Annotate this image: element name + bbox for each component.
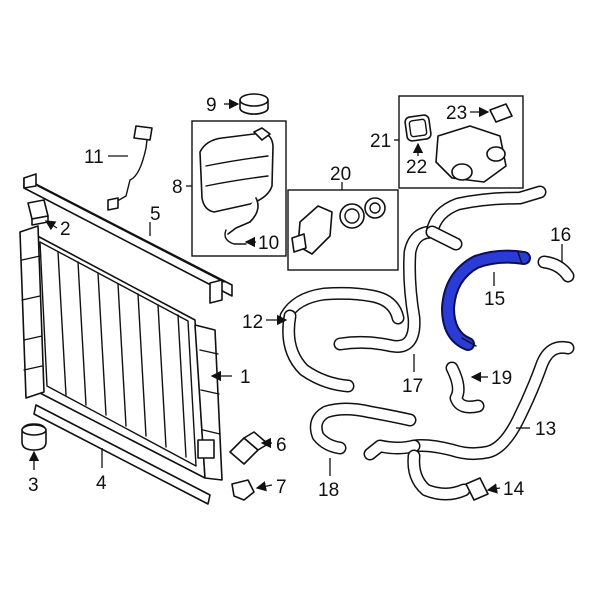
lower-seal-strip — [33, 404, 211, 505]
callout-5-label: 5 — [150, 204, 161, 225]
callout-22: 22 — [406, 142, 427, 178]
radiator-drain-plug — [21, 423, 47, 451]
callout-16: 16 — [550, 225, 571, 262]
callout-23-label: 23 — [446, 103, 467, 124]
callout-19: 19 — [470, 368, 512, 389]
reservoir-group-box — [191, 120, 287, 257]
callout-13: 13 — [516, 419, 556, 440]
callout-15: 15 — [484, 272, 505, 310]
callout-6: 6 — [260, 435, 287, 456]
reservoir-cap — [239, 93, 269, 115]
callout-14-label: 14 — [503, 479, 525, 500]
callout-17-label: 17 — [402, 376, 423, 397]
callout-12-label: 12 — [242, 312, 263, 333]
hose-clip — [465, 477, 489, 501]
callout-6-label: 6 — [276, 435, 287, 456]
callout-11-label: 11 — [84, 147, 104, 168]
callout-9-label: 9 — [206, 95, 217, 116]
water-outlet-housing — [404, 103, 513, 183]
hose-connector — [537, 255, 575, 283]
callout-14: 14 — [486, 479, 525, 500]
callout-7: 7 — [255, 477, 287, 498]
callout-10-label: 10 — [258, 233, 279, 254]
callout-21: 21 — [370, 131, 399, 152]
callout-12: 12 — [242, 312, 288, 333]
callout-11: 11 — [84, 147, 128, 168]
callout-20: 20 — [330, 164, 351, 190]
callout-8: 8 — [172, 177, 192, 198]
callout-16-label: 16 — [550, 225, 571, 246]
thermostat-housing — [291, 197, 386, 255]
upper-radiator-hose — [279, 286, 405, 393]
coolant-reservoir — [199, 127, 274, 245]
callout-4-label: 4 — [96, 473, 107, 494]
radiator-mount-bracket — [27, 199, 49, 226]
thermostat-group-box — [287, 189, 399, 271]
callout-23: 23 — [446, 103, 490, 124]
callout-3-label: 3 — [28, 475, 39, 496]
coolant-bypass-hose — [333, 185, 547, 353]
lower-radiator-hose — [363, 340, 575, 501]
callout-18: 18 — [318, 458, 339, 501]
callout-21-label: 21 — [370, 131, 391, 152]
callout-10: 10 — [244, 233, 279, 254]
coolant-pipe-elbow — [445, 361, 485, 414]
callout-22-label: 22 — [406, 157, 427, 178]
callout-19-label: 19 — [491, 368, 512, 389]
water-outlet-group-box — [398, 95, 524, 189]
heater-hose — [309, 402, 417, 455]
callout-1-label: 1 — [240, 367, 251, 388]
callout-13-label: 13 — [535, 419, 556, 440]
temperature-sensor — [229, 431, 269, 465]
callout-20-label: 20 — [330, 164, 351, 185]
callout-5: 5 — [149, 204, 161, 236]
callout-7-label: 7 — [276, 477, 287, 498]
callout-8-label: 8 — [172, 177, 183, 198]
callout-18-label: 18 — [318, 480, 339, 501]
callout-1: 1 — [210, 367, 251, 388]
highlighted-coolant-hose — [441, 249, 531, 351]
bleeder-screw — [231, 479, 255, 501]
radiator — [19, 225, 223, 481]
callout-17: 17 — [402, 354, 423, 397]
callout-2-label: 2 — [60, 219, 71, 240]
callout-9: 9 — [206, 95, 240, 116]
upper-radiator-support — [23, 173, 233, 304]
coolant-level-sensor-wire — [107, 125, 153, 211]
callout-3: 3 — [28, 450, 40, 496]
callout-4: 4 — [96, 448, 107, 494]
callout-15-label: 15 — [484, 289, 505, 310]
callout-2: 2 — [44, 219, 71, 240]
